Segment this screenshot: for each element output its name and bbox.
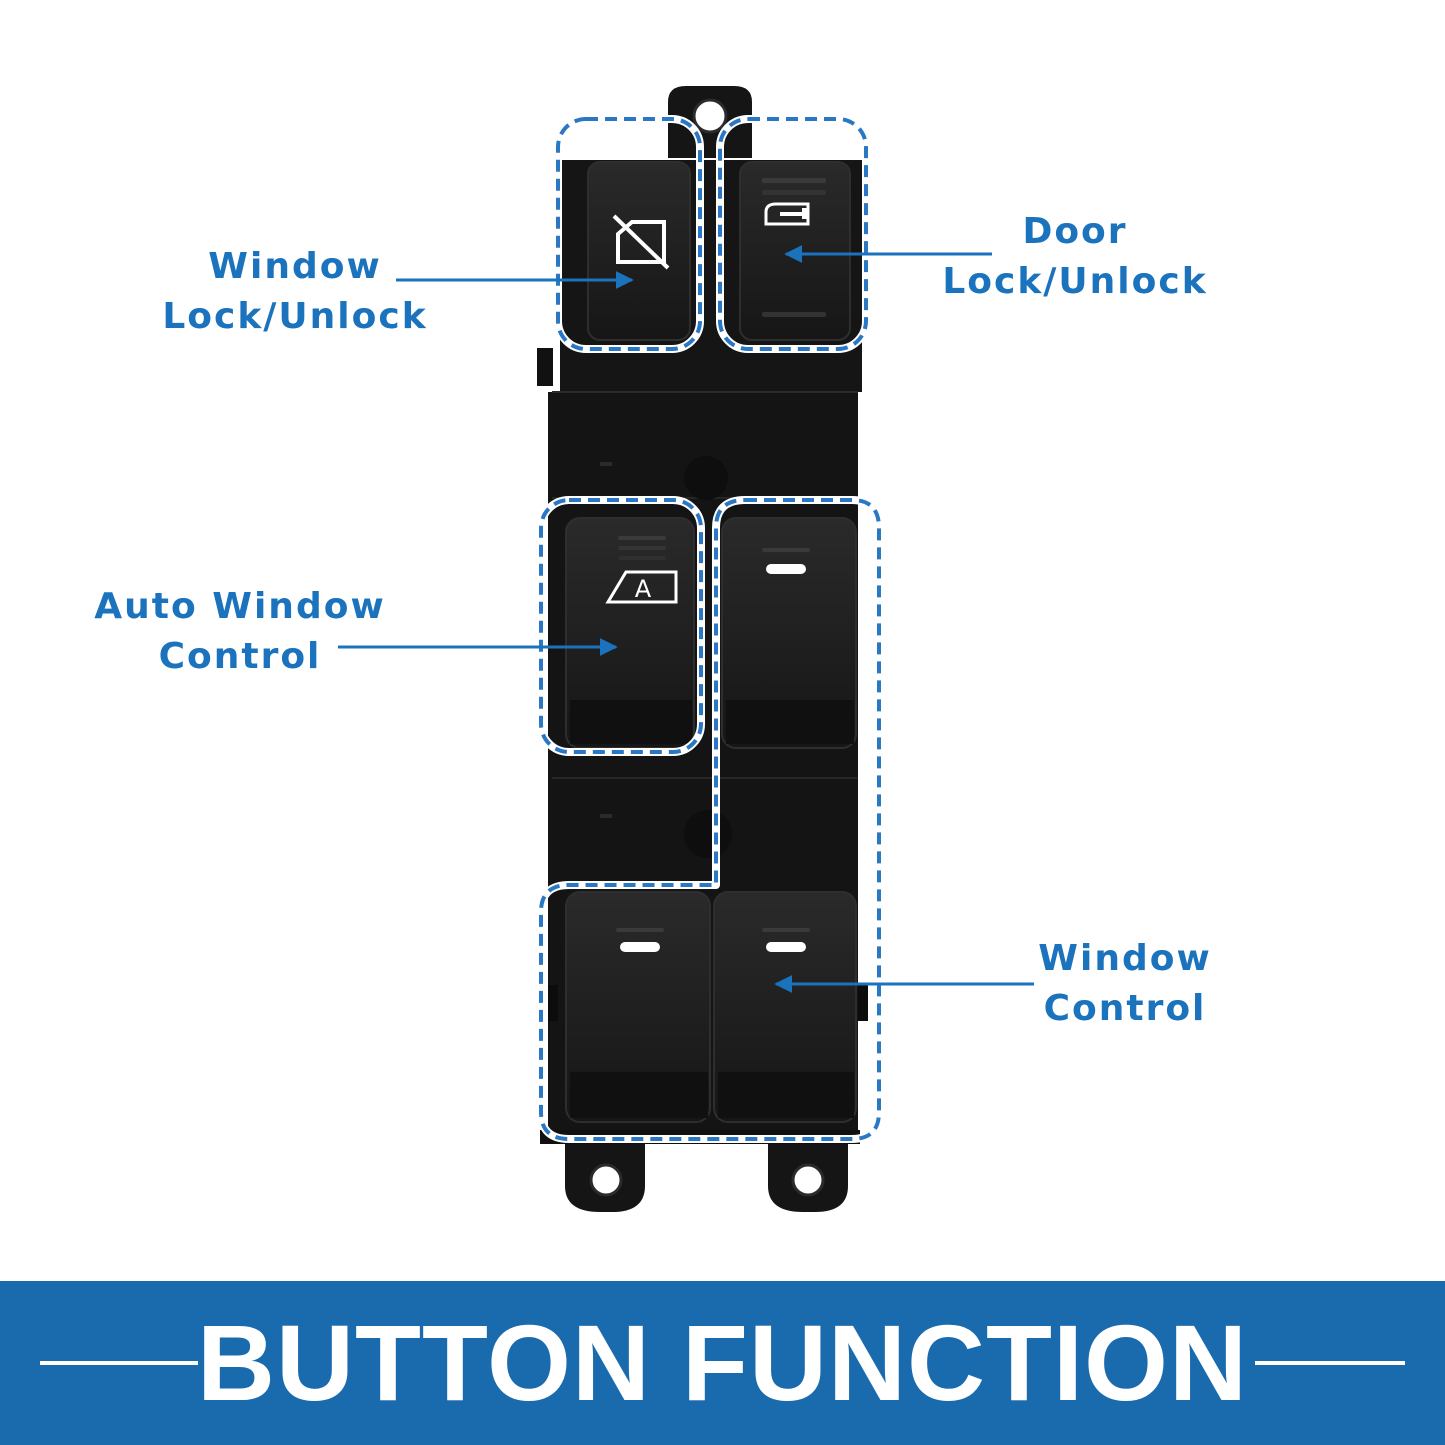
window-lock-button[interactable] [587,161,691,341]
door-lock-button[interactable] [739,161,851,341]
bottom-mount-tab-left [565,1130,645,1212]
window-control-button-bottom-right[interactable] [713,891,857,1123]
door-lock-label: Door Lock/Unlock [930,207,1220,307]
auto-window-label-line1: Auto Window [94,586,386,627]
window-indicator-icon [766,564,806,574]
window-lock-icon [612,214,670,270]
top-mount-tab [668,86,752,158]
window-control-label-line2: Control [1043,988,1207,1029]
svg-text:A: A [635,575,652,603]
door-lock-label-line2: Lock/Unlock [942,261,1208,302]
title-banner: BUTTON FUNCTION [0,1281,1445,1445]
window-control-label-line1: Window [1038,938,1212,979]
window-indicator-icon [766,942,806,952]
bottom-mount-tab-right [768,1130,848,1212]
door-lock-highlight [716,115,870,353]
switch-diagram: A [338,86,1034,1212]
auto-window-label: Auto Window Control [90,582,390,682]
window-control-label: Window Control [1010,934,1240,1034]
banner-title: BUTTON FUNCTION [197,1302,1248,1423]
window-lock-label-line2: Lock/Unlock [162,296,428,337]
window-control-button-middle-right[interactable] [721,517,857,749]
banner-rule-left [40,1361,198,1365]
window-control-button-bottom-left[interactable] [565,891,711,1123]
banner-rule-right [1255,1361,1405,1365]
window-indicator-icon [620,942,660,952]
window-lock-label-line1: Window [208,246,382,287]
auto-window-highlight [537,496,705,756]
auto-window-icon: A [605,570,678,604]
window-lock-label: Window Lock/Unlock [150,242,440,342]
auto-window-button[interactable]: A [565,517,695,749]
door-lock-label-line1: Door [1022,211,1128,252]
door-lock-icon [764,202,810,226]
auto-window-label-line2: Control [158,636,322,677]
window-lock-highlight [554,115,704,353]
window-control-highlight [537,496,883,1143]
